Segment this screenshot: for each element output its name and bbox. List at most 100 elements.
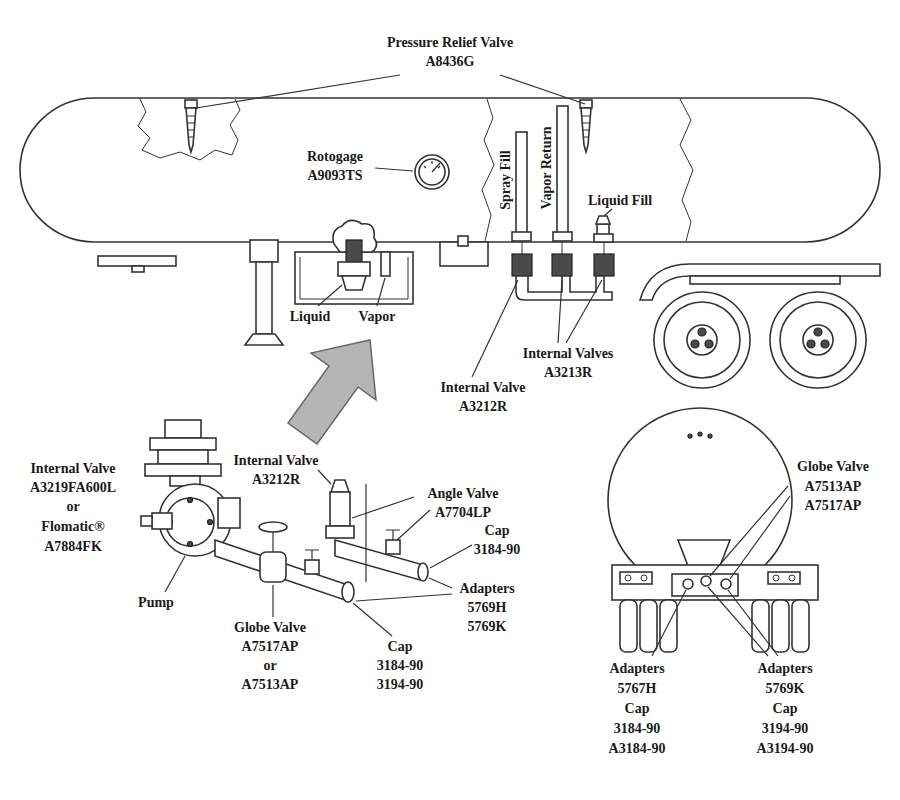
relief-valve [185,100,197,108]
rear-dot [708,434,712,438]
rear-valve [683,579,693,589]
part-number: A7704LP [435,504,491,521]
part-number: A8436G [426,53,475,70]
vapor-return-pipe [557,106,568,234]
rear-tire [620,600,637,652]
vapor-valve [381,252,390,276]
leader-line [472,280,518,377]
hub-bolt [807,340,815,348]
leader-line [566,280,602,343]
valve-thread [582,116,590,137]
part-label: Cap [388,638,413,655]
part-label: Liquid [290,308,330,325]
part-label: Vapor [359,308,396,325]
part-label: Globe Valve [234,619,306,636]
light-lens [789,575,795,581]
rotogage-gauge [415,155,449,189]
part-label: Adapters [757,660,812,677]
part-number: A3213R [544,364,592,381]
part-number: 5769K [468,618,507,635]
part-label: Vapor Return [538,127,555,210]
hub-bolt [705,340,713,348]
valve-stem [522,242,604,254]
part-number: 3194-90 [762,720,809,737]
part-number: 5767H [618,680,657,697]
leader-line [356,594,452,601]
leader-line [730,496,790,579]
leader-line [375,168,413,171]
part-number: 3184-90 [474,541,521,558]
part-label: or [66,498,79,515]
part-number: A3212R [252,471,300,488]
valve-stem [305,550,319,560]
leader-line [708,587,768,656]
rear-dot [688,434,692,438]
trailer-fender [640,264,880,300]
relief-valve [581,108,591,152]
landing-gear [250,240,278,262]
leader-line [430,545,472,568]
internal-valve-top [331,480,349,492]
part-label: Internal Valve [440,379,525,396]
rear-tire [772,600,789,652]
part-label: Pressure Relief Valve [387,34,513,51]
rotogage-face [419,159,445,185]
internal-valve-body [165,420,201,438]
internal-valve [594,254,614,276]
trailer-wheel [770,292,866,388]
part-label: Flomatic® [41,518,104,535]
part-label: Cap [773,700,798,717]
pump-cover [166,498,214,546]
kingpin [132,266,144,272]
cabinet-door [300,257,408,299]
internal-valve-body [158,450,208,464]
pump-shaft [152,513,172,529]
internal-valve [552,254,572,276]
part-number: A3212R [459,398,507,415]
liquid-valve [346,240,362,262]
wheel-rim [664,302,740,378]
valve-thread [187,116,195,137]
tank-body [20,98,880,242]
wheel-hub [803,325,833,355]
part-number: A7884FK [44,538,102,555]
part-number: 5769K [766,680,805,697]
angle-valve [386,540,400,554]
leader-line [397,510,430,540]
pump-bolt [188,542,193,547]
valve-handwheel [259,522,287,532]
part-number: A7513AP [805,478,862,495]
part-label: or [263,657,276,674]
part-number: 5769H [468,599,507,616]
rear-valve [701,576,711,586]
hub-bolt [691,340,699,348]
relief-valve [580,100,592,108]
leader-line [429,578,452,588]
part-label: Globe Valve [797,458,869,475]
pump-shaft [141,516,152,526]
cutaway-edge [680,99,693,241]
leader-line [196,75,400,108]
landing-gear [256,262,272,334]
leader-line [352,497,414,518]
part-label: Pump [138,594,174,611]
angle-valve [305,560,319,574]
tank-fitting [512,232,531,241]
wheel-hub [687,325,717,355]
leader-line [710,486,788,576]
part-number: 3184-90 [377,657,424,674]
relief-valve [186,108,196,152]
leader-line [165,556,185,592]
rear-dot [698,432,702,436]
part-number: 3194-90 [377,676,424,693]
part-label: Cap [625,700,650,717]
cutaway-edge [138,99,240,160]
part-label: Internal Valve [30,460,115,477]
part-number: 3184-90 [614,720,661,737]
part-label: Cap [485,522,510,539]
leader-line [272,585,273,617]
part-number: A7517AP [242,638,299,655]
leader-line [318,285,342,306]
